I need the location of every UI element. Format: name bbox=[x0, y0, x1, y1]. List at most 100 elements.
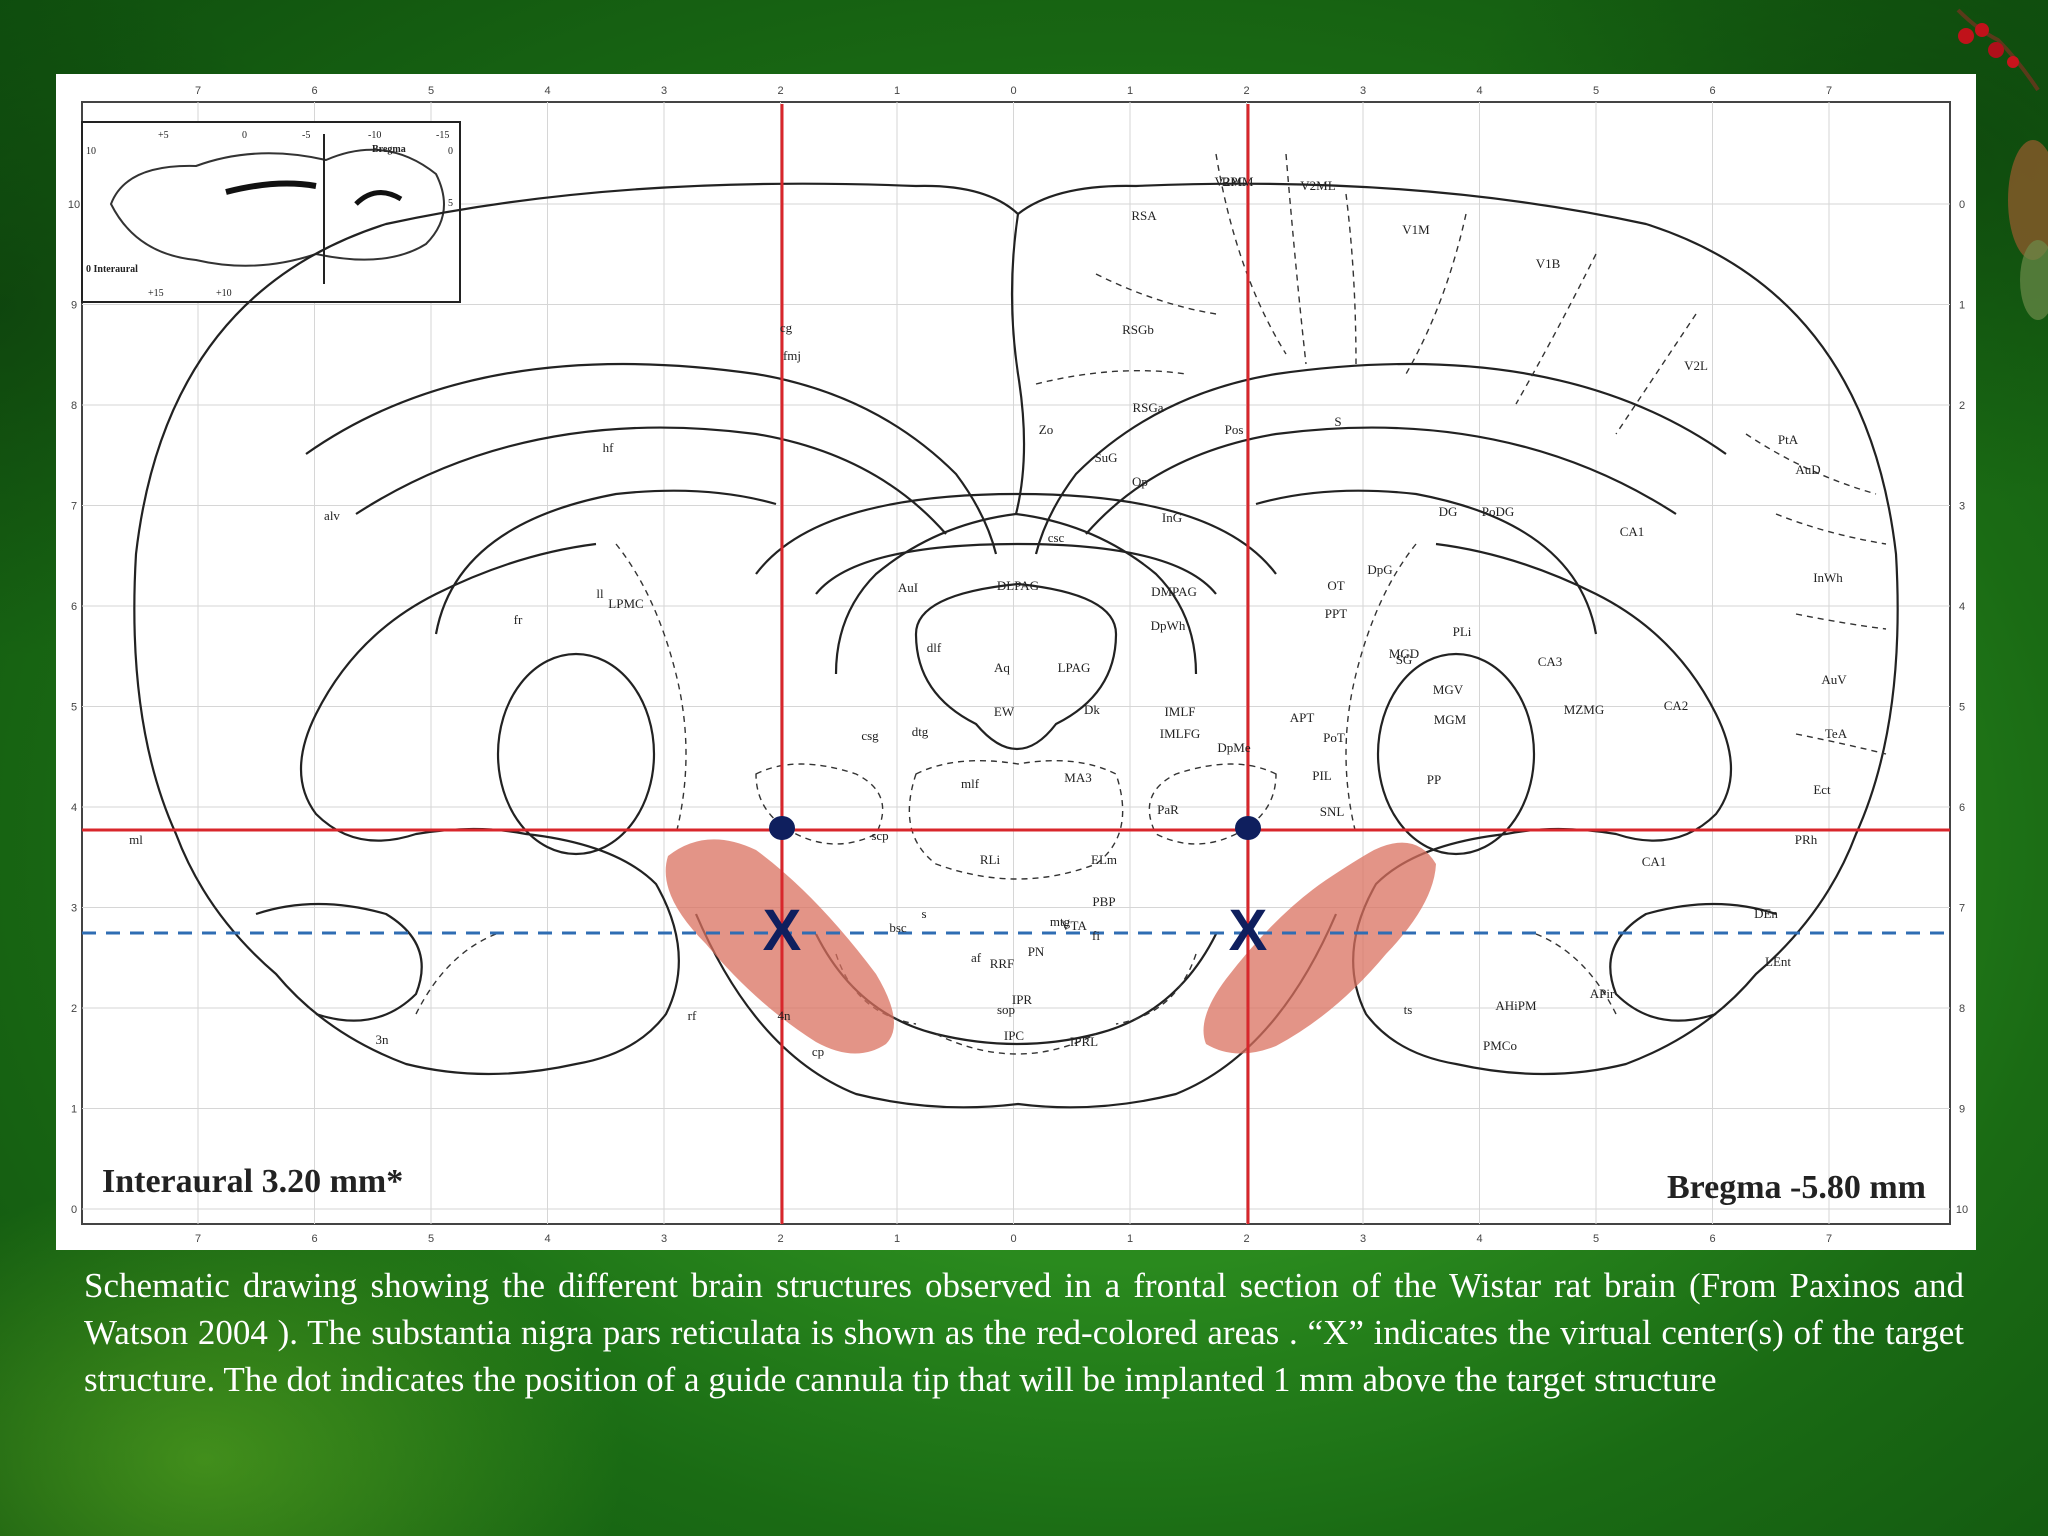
left-axis-tick: 9 bbox=[71, 300, 77, 312]
bottom-axis-tick: 7 bbox=[195, 1233, 201, 1245]
structure-label: PtA bbox=[1778, 432, 1799, 447]
left-axis-tick: 5 bbox=[71, 702, 77, 714]
structure-label: Op bbox=[1132, 474, 1148, 489]
structure-label: AuV bbox=[1821, 672, 1847, 687]
structure-label: SNL bbox=[1320, 804, 1345, 819]
left-axis-tick: 6 bbox=[71, 601, 77, 613]
cannula-markers bbox=[769, 816, 1261, 840]
left-axis-tick: 10 bbox=[68, 199, 80, 211]
structure-label: DpWh bbox=[1151, 618, 1186, 633]
structure-label: S bbox=[1334, 414, 1341, 429]
structure-label: AHiPM bbox=[1495, 998, 1537, 1013]
structure-label: InG bbox=[1162, 510, 1182, 525]
structure-label: Aq bbox=[994, 660, 1010, 675]
left-axis-tick: 2 bbox=[71, 1003, 77, 1015]
structure-label: DMPAG bbox=[1151, 584, 1197, 599]
structure-label: bsc bbox=[889, 920, 907, 935]
structure-label: APir bbox=[1590, 986, 1615, 1001]
inset-top-tick: +5 bbox=[158, 130, 169, 141]
left-axis-tick: 8 bbox=[71, 400, 77, 412]
structure-label: IMLFG bbox=[1160, 726, 1200, 741]
top-axis-tick: 1 bbox=[894, 85, 900, 97]
structure-label: RSA bbox=[1131, 208, 1157, 223]
structure-label: ml bbox=[129, 832, 143, 847]
right-axis-tick: 0 bbox=[1959, 199, 1965, 211]
structure-label: PP bbox=[1427, 772, 1441, 787]
inset-bregma-label: Bregma bbox=[372, 144, 406, 155]
left-axis-tick: 1 bbox=[71, 1104, 77, 1116]
structure-label: Zo bbox=[1039, 422, 1053, 437]
structure-label: MA3 bbox=[1064, 770, 1091, 785]
brain-outline bbox=[133, 182, 1899, 1109]
structure-label: dtg bbox=[912, 724, 929, 739]
structure-label: sop bbox=[997, 1002, 1015, 1017]
structure-label: ts bbox=[1404, 1002, 1413, 1017]
structure-label: MZMG bbox=[1564, 702, 1604, 717]
inset-interaural-label: 0 Interaural bbox=[86, 264, 138, 275]
inset-bottom-tick: +15 bbox=[148, 288, 164, 299]
structure-label: Ect bbox=[1813, 782, 1831, 797]
top-axis-tick: 6 bbox=[311, 85, 317, 97]
bottom-axis-tick: 1 bbox=[1127, 1233, 1133, 1245]
structure-label: fmj bbox=[783, 348, 801, 363]
structure-label: Dk bbox=[1084, 702, 1100, 717]
bottom-axis-tick: 5 bbox=[428, 1233, 434, 1245]
top-axis-tick: 0 bbox=[1010, 85, 1016, 97]
structure-label: V1B bbox=[1536, 256, 1561, 271]
inset-top-tick: -5 bbox=[302, 130, 310, 141]
structure-label: mtg bbox=[1050, 914, 1071, 929]
structure-label: V2ML bbox=[1300, 178, 1335, 193]
top-axis-tick: 5 bbox=[428, 85, 434, 97]
structure-label: DpG bbox=[1367, 562, 1392, 577]
structure-label: MGM bbox=[1434, 712, 1467, 727]
right-axis-tick: 9 bbox=[1959, 1104, 1965, 1116]
structure-label: Pos bbox=[1225, 422, 1244, 437]
inset-left-label: 10 bbox=[86, 146, 96, 157]
structure-label: MGD bbox=[1389, 646, 1419, 661]
bottom-axis-tick: 3 bbox=[1360, 1233, 1366, 1245]
structure-label: ELm bbox=[1091, 852, 1117, 867]
structure-label: MGV bbox=[1433, 682, 1464, 697]
bottom-axis-tick: 4 bbox=[1476, 1233, 1482, 1245]
structure-label: OT bbox=[1327, 578, 1344, 593]
top-axis-tick: 2 bbox=[777, 85, 783, 97]
interaural-label: Interaural 3.20 mm* bbox=[102, 1163, 403, 1200]
structure-label: PLi bbox=[1453, 624, 1472, 639]
structure-label: 3n bbox=[376, 1032, 390, 1047]
structure-label: AuI bbox=[898, 580, 918, 595]
structure-label: PoDG bbox=[1482, 504, 1515, 519]
structure-label: scp bbox=[871, 828, 888, 843]
structure-label: EW bbox=[994, 704, 1015, 719]
structure-label: LPAG bbox=[1058, 660, 1091, 675]
structure-label: af bbox=[971, 950, 982, 965]
structure-label: TeA bbox=[1825, 726, 1848, 741]
target-x-marker-left: X bbox=[763, 898, 802, 963]
left-axis-tick: 7 bbox=[71, 501, 77, 513]
structure-label: cp bbox=[812, 1044, 824, 1059]
berry-branch-decoration bbox=[1956, 8, 2048, 320]
top-axis-tick: 4 bbox=[544, 85, 550, 97]
structure-label: VTA bbox=[1061, 918, 1087, 933]
top-axis-tick: 7 bbox=[1826, 85, 1832, 97]
structure-label: V2L bbox=[1684, 358, 1708, 373]
structure-label: ll bbox=[596, 586, 604, 601]
top-axis-tick: 4 bbox=[1476, 85, 1482, 97]
structure-label: IPRL bbox=[1070, 1034, 1098, 1049]
structure-label: RLi bbox=[980, 852, 1001, 867]
structure-label: 4n bbox=[778, 1008, 792, 1023]
structure-label: DpMe bbox=[1217, 740, 1250, 755]
bottom-axis-tick: 6 bbox=[311, 1233, 317, 1245]
target-x-marker-right: X bbox=[1229, 898, 1268, 963]
structure-label: fi bbox=[1092, 928, 1100, 943]
structure-label: cg bbox=[780, 320, 793, 335]
structure-label: rf bbox=[688, 1008, 697, 1023]
top-axis-tick: 7 bbox=[195, 85, 201, 97]
inset-right-top: 0 bbox=[448, 146, 453, 157]
right-axis-tick: 10 bbox=[1956, 1204, 1968, 1216]
structure-label: hf bbox=[603, 440, 615, 455]
structure-label: csg bbox=[861, 728, 879, 743]
structure-label: PPT bbox=[1325, 606, 1347, 621]
right-axis-tick: 6 bbox=[1959, 802, 1965, 814]
